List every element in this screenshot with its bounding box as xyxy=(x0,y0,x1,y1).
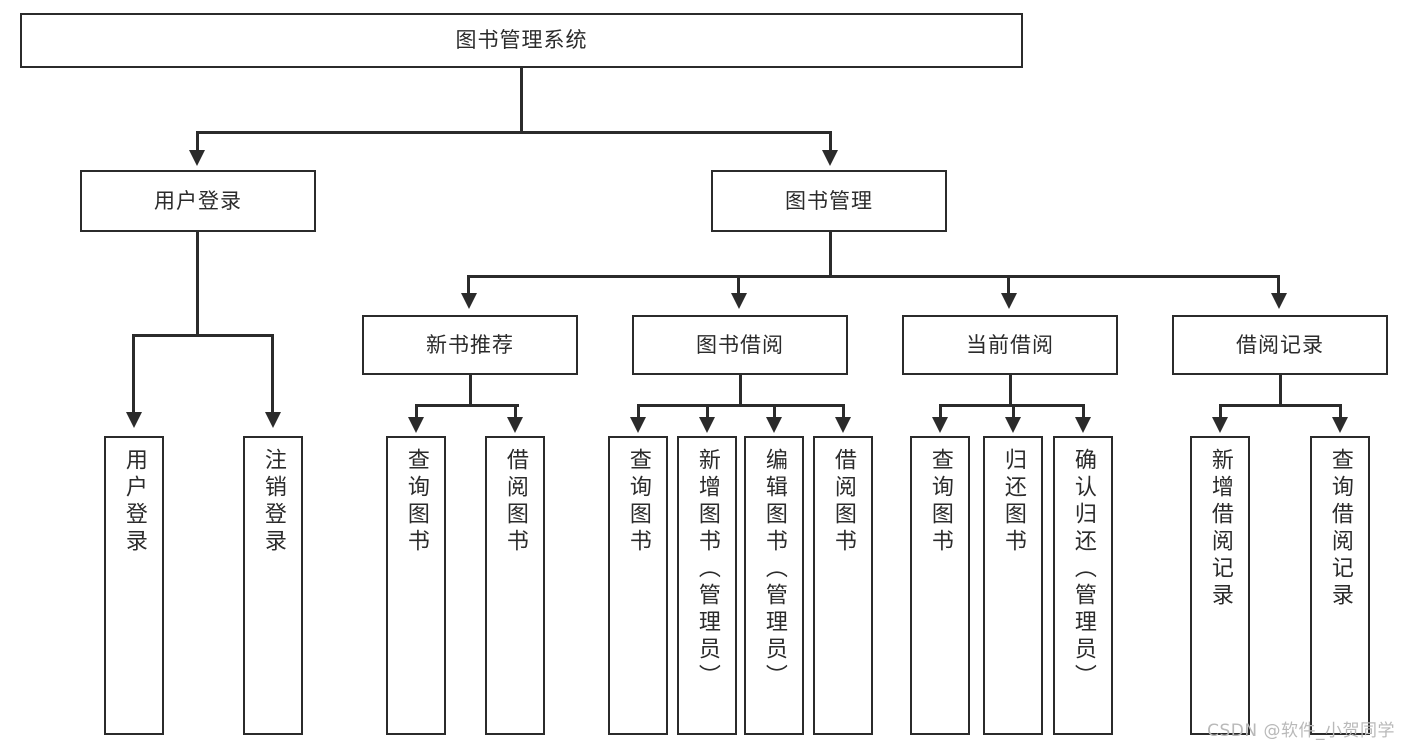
node-leaf-borrow-book-label: 借阅图书 xyxy=(830,448,856,556)
arrowhead-leaf-edit-book-admin xyxy=(766,417,782,433)
connector-to-current-borrow xyxy=(1007,275,1010,297)
connector-book-borrow-c4 xyxy=(842,404,845,420)
node-leaf-add-borrow-record[interactable]: 新增借阅记录 xyxy=(1190,436,1250,735)
connector-book-borrow-stem xyxy=(739,375,742,406)
arrowhead-leaf-confirm-return-admin xyxy=(1075,417,1091,433)
node-leaf-add-book-admin-label: 新增图书（管理员） xyxy=(694,448,720,691)
arrowhead-leaf-add-borrow-record xyxy=(1212,417,1228,433)
connector-user-login-right xyxy=(271,334,274,416)
connector-current-borrow-stem xyxy=(1009,375,1012,406)
node-leaf-user-logout[interactable]: 注销登录 xyxy=(243,436,303,735)
node-leaf-borrow-book[interactable]: 借阅图书 xyxy=(813,436,873,735)
arrowhead-borrow-record xyxy=(1271,293,1287,309)
arrowhead-book-manage xyxy=(822,150,838,166)
arrowhead-leaf-user-login xyxy=(126,412,142,428)
node-current-borrow[interactable]: 当前借阅 xyxy=(902,315,1118,375)
arrowhead-book-borrow xyxy=(731,293,747,309)
connector-to-user-login xyxy=(196,131,199,155)
node-leaf-add-book-admin[interactable]: 新增图书（管理员） xyxy=(677,436,737,735)
node-root-system[interactable]: 图书管理系统 xyxy=(20,13,1023,68)
connector-borrow-record-c2 xyxy=(1339,404,1342,420)
node-leaf-query-book-recommend[interactable]: 查询图书 xyxy=(386,436,446,735)
connector-current-borrow-c2 xyxy=(1012,404,1015,420)
connector-user-login-stem xyxy=(196,232,199,336)
connector-new-book-stem xyxy=(469,375,472,406)
node-leaf-query-book-borrow[interactable]: 查询图书 xyxy=(608,436,668,735)
node-leaf-edit-book-admin[interactable]: 编辑图书（管理员） xyxy=(744,436,804,735)
connector-borrow-record-bus xyxy=(1220,404,1341,407)
connector-new-book-bus xyxy=(416,404,519,407)
node-leaf-confirm-return-admin[interactable]: 确认归还（管理员） xyxy=(1053,436,1113,735)
node-leaf-return-book-label: 归还图书 xyxy=(1000,448,1026,556)
node-root-system-label: 图书管理系统 xyxy=(455,28,588,52)
connector-user-login-bus xyxy=(133,334,274,337)
arrowhead-user-login xyxy=(189,150,205,166)
node-new-book-recommend[interactable]: 新书推荐 xyxy=(362,315,578,375)
arrowhead-current-borrow xyxy=(1001,293,1017,309)
arrowhead-new-book-recommend xyxy=(461,293,477,309)
node-borrow-record-label: 借阅记录 xyxy=(1236,332,1324,357)
connector-to-book-borrow xyxy=(737,275,740,297)
node-leaf-add-borrow-record-label: 新增借阅记录 xyxy=(1207,448,1233,610)
arrowhead-leaf-query-borrow-record xyxy=(1332,417,1348,433)
node-leaf-query-book-recommend-label: 查询图书 xyxy=(403,448,429,556)
node-leaf-query-book-current[interactable]: 查询图书 xyxy=(910,436,970,735)
connector-level2-bus xyxy=(197,131,832,134)
node-leaf-edit-book-admin-label: 编辑图书（管理员） xyxy=(761,448,787,691)
node-leaf-query-book-current-label: 查询图书 xyxy=(927,448,953,556)
csdn-watermark: CSDN @软件_小贺同学 xyxy=(1207,721,1395,741)
node-user-login[interactable]: 用户登录 xyxy=(80,170,316,232)
node-leaf-user-login[interactable]: 用户登录 xyxy=(104,436,164,735)
connector-new-book-c1 xyxy=(415,404,418,420)
connector-book-borrow-c2 xyxy=(706,404,709,420)
arrowhead-leaf-query-book-current xyxy=(932,417,948,433)
arrowhead-leaf-query-book-recommend xyxy=(408,417,424,433)
connector-book-borrow-bus xyxy=(638,404,844,407)
connector-book-borrow-c3 xyxy=(773,404,776,420)
node-book-borrow[interactable]: 图书借阅 xyxy=(632,315,848,375)
connector-new-book-c2 xyxy=(514,404,517,420)
node-leaf-user-login-label: 用户登录 xyxy=(121,448,147,556)
arrowhead-leaf-query-book-borrow xyxy=(630,417,646,433)
node-leaf-borrow-book-recommend[interactable]: 借阅图书 xyxy=(485,436,545,735)
arrowhead-leaf-borrow-book xyxy=(835,417,851,433)
node-borrow-record[interactable]: 借阅记录 xyxy=(1172,315,1388,375)
node-current-borrow-label: 当前借阅 xyxy=(966,332,1054,357)
node-leaf-query-borrow-record-label: 查询借阅记录 xyxy=(1327,448,1353,610)
connector-to-book-manage xyxy=(829,131,832,155)
node-leaf-query-book-borrow-label: 查询图书 xyxy=(625,448,651,556)
connector-user-login-left xyxy=(132,334,135,416)
connector-book-manage-stem xyxy=(829,232,832,277)
connector-to-new-book xyxy=(467,275,470,297)
node-leaf-borrow-book-recommend-label: 借阅图书 xyxy=(502,448,528,556)
node-user-login-label: 用户登录 xyxy=(154,188,242,213)
node-new-book-recommend-label: 新书推荐 xyxy=(426,332,514,357)
connector-borrow-record-stem xyxy=(1279,375,1282,406)
connector-to-borrow-record xyxy=(1277,275,1280,297)
node-leaf-return-book[interactable]: 归还图书 xyxy=(983,436,1043,735)
connector-borrow-record-c1 xyxy=(1219,404,1222,420)
node-leaf-user-logout-label: 注销登录 xyxy=(260,448,286,556)
connector-book-borrow-c1 xyxy=(637,404,640,420)
arrowhead-leaf-user-logout xyxy=(265,412,281,428)
arrowhead-leaf-add-book-admin xyxy=(699,417,715,433)
node-book-manage-label: 图书管理 xyxy=(785,188,873,213)
connector-current-borrow-c3 xyxy=(1082,404,1085,420)
node-book-manage[interactable]: 图书管理 xyxy=(711,170,947,232)
node-book-borrow-label: 图书借阅 xyxy=(696,332,784,357)
connector-root-stem xyxy=(520,68,523,133)
arrowhead-leaf-return-book xyxy=(1005,417,1021,433)
node-leaf-confirm-return-admin-label: 确认归还（管理员） xyxy=(1070,448,1096,691)
arrowhead-leaf-borrow-book-recommend xyxy=(507,417,523,433)
connector-level3-bus xyxy=(468,275,1280,278)
node-leaf-query-borrow-record[interactable]: 查询借阅记录 xyxy=(1310,436,1370,735)
connector-current-borrow-c1 xyxy=(939,404,942,420)
